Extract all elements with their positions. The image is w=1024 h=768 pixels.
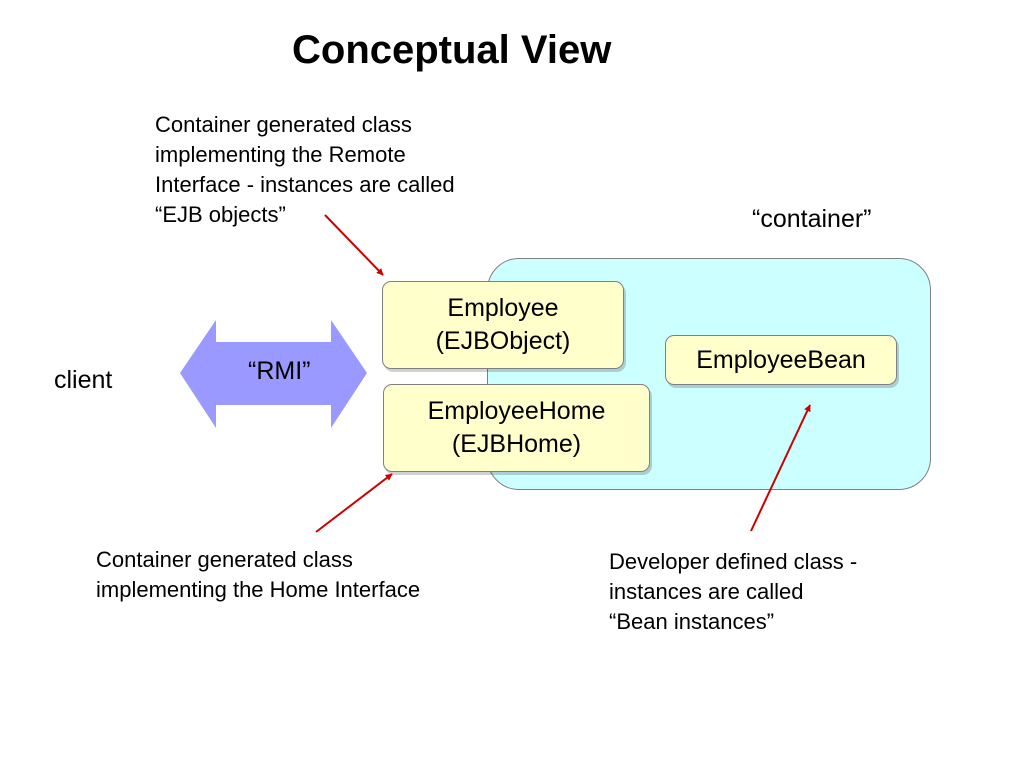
note-line: “Bean instances” <box>609 609 775 634</box>
note-line: implementing the Home Interface <box>96 577 421 602</box>
container-label: “container” <box>752 205 872 233</box>
note-line: “EJB objects” <box>155 202 286 227</box>
employee-bean-box: EmployeeBean <box>665 335 897 385</box>
note-line: Developer defined class - <box>609 549 858 574</box>
note-line: Interface - instances are called <box>155 172 455 197</box>
client-label: client <box>54 366 113 394</box>
box-label: EmployeeHome <box>427 397 606 425</box>
diagram-title: Conceptual View <box>292 28 612 72</box>
rmi-label: “RMI” <box>248 357 311 385</box>
box-label: EmployeeBean <box>696 345 866 374</box>
ejb-object-note: Container generated class implementing t… <box>155 110 455 230</box>
note-line: Container generated class <box>155 112 412 137</box>
employee-home-box: EmployeeHome (EJBHome) <box>383 384 650 472</box>
box-sublabel: (EJBObject) <box>435 327 571 355</box>
note-line: instances are called <box>609 579 804 604</box>
pointer-arrow-home <box>315 473 393 533</box>
home-note: Container generated class implementing t… <box>96 545 420 605</box>
bean-note: Developer defined class - instances are … <box>609 547 857 637</box>
note-line: Container generated class <box>96 547 353 572</box>
box-label: Employee <box>447 294 559 322</box>
note-line: implementing the Remote <box>155 142 406 167</box>
box-sublabel: (EJBHome) <box>451 430 582 458</box>
employee-ejbobject-box: Employee (EJBObject) <box>382 281 624 369</box>
